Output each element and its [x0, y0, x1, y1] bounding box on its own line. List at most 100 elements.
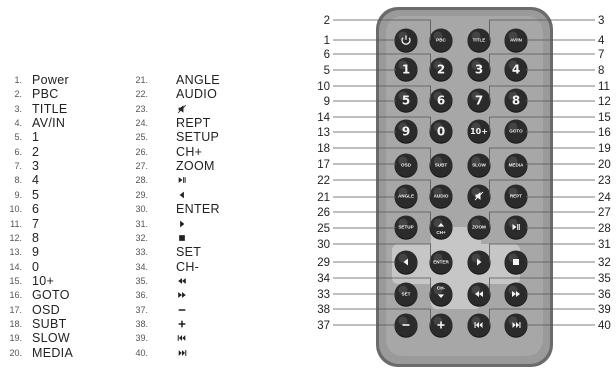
remote-button-label: ANGLE [398, 194, 414, 199]
callout-number: 34 [317, 273, 330, 285]
callout-number: 16 [598, 127, 611, 139]
remote-button-28[interactable] [505, 216, 528, 240]
remote-button-label: OSD [401, 163, 412, 168]
remote-button-10[interactable]: 6 [430, 89, 453, 113]
remote-button-16[interactable]: GOTO [505, 120, 528, 144]
callout-number: 21 [317, 192, 330, 204]
remote-button-8[interactable]: 4 [505, 58, 528, 82]
callout-number: 17 [317, 159, 330, 171]
callout-number: 22 [317, 175, 330, 187]
remote-button-label: SET [402, 292, 411, 297]
remote-button-label: SETUP [398, 225, 413, 230]
remote-button-38[interactable] [430, 314, 453, 338]
remote-button-11[interactable]: 7 [468, 89, 491, 113]
callout-number: 40 [598, 320, 611, 332]
callout-number: 19 [598, 143, 611, 155]
remote-button-label: REPT [510, 194, 522, 199]
remote-button-37[interactable] [395, 314, 418, 338]
remote-button-25[interactable]: SETUP [395, 216, 418, 240]
callout-number: 31 [598, 239, 611, 251]
remote-button-31[interactable] [468, 251, 491, 275]
remote-button-22[interactable]: AUDIO [430, 185, 453, 209]
callout-number: 15 [598, 112, 611, 124]
remote-button-label: TITLE [473, 38, 486, 43]
remote-button-label: AV/IN [510, 38, 523, 43]
callout-number: 30 [317, 239, 330, 251]
callout-number: 4 [598, 35, 605, 47]
remote-button-label: SLOW [472, 163, 486, 168]
remote-button-20[interactable]: MEDIA [505, 154, 528, 178]
callout-number: 35 [598, 273, 611, 285]
remote-button-label: 8 [512, 93, 520, 107]
remote-button-40[interactable] [505, 314, 528, 338]
remote-button-9[interactable]: 5 [395, 89, 418, 113]
callout-number: 9 [324, 96, 330, 108]
callout-number: 23 [598, 175, 611, 187]
remote-button-3[interactable]: TITLE [468, 29, 491, 53]
remote-button-39[interactable] [468, 314, 491, 338]
remote-button-label: MEDIA [509, 163, 524, 168]
remote-button-24[interactable]: REPT [505, 185, 528, 209]
callout-number: 39 [598, 304, 611, 316]
remote-button-6[interactable]: 2 [430, 58, 453, 82]
remote-button-label: 10+ [470, 127, 488, 136]
remote-button-15[interactable]: 10+ [468, 120, 491, 144]
callout-number: 20 [598, 159, 611, 171]
remote-button-29[interactable] [395, 251, 418, 275]
callout-number: 33 [317, 289, 330, 301]
remote-button-18[interactable]: SUBT [430, 154, 453, 178]
remote-button-label: PBC [436, 38, 446, 43]
remote-button-1[interactable] [395, 29, 418, 53]
callout-number: 3 [598, 15, 604, 27]
remote-button-13[interactable]: 9 [395, 120, 418, 144]
callout-number: 13 [317, 127, 330, 139]
remote-button-21[interactable]: ANGLE [395, 185, 418, 209]
callout-number: 26 [317, 207, 330, 219]
remote-button-label: 3 [475, 62, 483, 76]
callout-number: 14 [317, 112, 330, 124]
callout-number: 36 [598, 289, 611, 301]
remote-button-32[interactable] [505, 251, 528, 275]
callout-number: 6 [324, 49, 330, 61]
remote-button-26[interactable]: CH+ [430, 216, 453, 240]
remote-button-34[interactable]: CH- [430, 283, 453, 307]
remote-button-36[interactable] [505, 283, 528, 307]
callout-number: 8 [598, 65, 604, 77]
remote-button-label: 9 [402, 124, 410, 138]
callout-number: 1 [324, 35, 330, 47]
callout-number: 32 [598, 257, 611, 269]
callout-number: 37 [317, 320, 330, 332]
remote-button-23[interactable] [468, 185, 491, 209]
remote-button-4[interactable]: AV/IN [505, 29, 528, 53]
remote-button-label: 2 [437, 62, 445, 76]
remote-button-label: 7 [475, 93, 483, 107]
remote-button-33[interactable]: SET [395, 283, 418, 307]
remote-button-5[interactable]: 1 [395, 58, 418, 82]
remote-button-2[interactable]: PBC [430, 29, 453, 53]
callout-number: 25 [317, 223, 330, 235]
remote-button-35[interactable] [468, 283, 491, 307]
minus-icon [403, 324, 410, 326]
remote-button-label: ENTER [433, 260, 449, 265]
callout-number: 28 [598, 223, 611, 235]
remote-button-7[interactable]: 3 [468, 58, 491, 82]
callout-number: 12 [598, 96, 611, 108]
remote-button-19[interactable]: SLOW [468, 154, 491, 178]
remote-button-label: GOTO [509, 129, 523, 134]
callout-number: 24 [598, 192, 611, 204]
callout-number: 10 [317, 81, 330, 93]
remote-button-label: AUDIO [434, 194, 449, 199]
remote-button-12[interactable]: 8 [505, 89, 528, 113]
callout-number: 2 [324, 15, 330, 27]
remote-button-17[interactable]: OSD [395, 154, 418, 178]
remote-button-label: CH+ [436, 230, 446, 235]
callout-number: 29 [317, 257, 330, 269]
remote-button-label: SUBT [435, 163, 448, 168]
remote-button-label: 4 [512, 62, 520, 76]
remote-button-label: ZOOM [472, 225, 486, 230]
remote-button-label: 5 [402, 93, 410, 107]
remote-button-30[interactable]: ENTER [430, 251, 453, 275]
callout-number: 5 [324, 65, 330, 77]
remote-button-14[interactable]: 0 [430, 120, 453, 144]
remote-button-27[interactable]: ZOOM [468, 216, 491, 240]
